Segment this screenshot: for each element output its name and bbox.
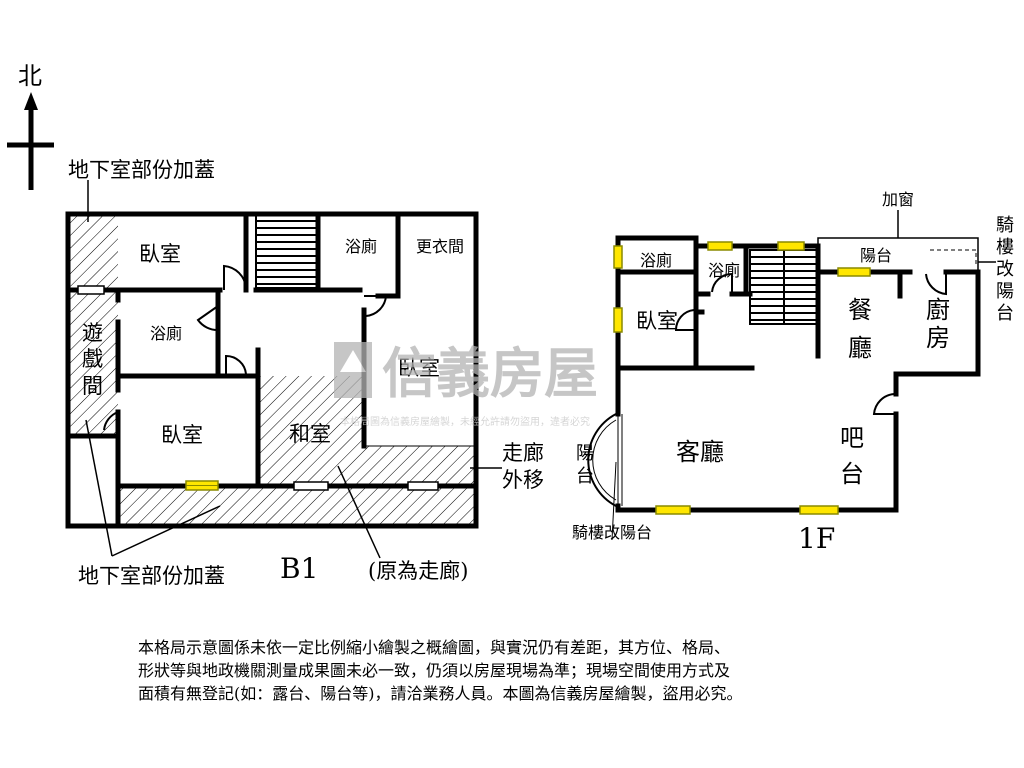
f1-dining-label: 餐 廳	[848, 296, 872, 362]
svg-text:走廊: 走廊	[502, 441, 544, 465]
b1-doors	[103, 264, 388, 431]
b1-callout-lines	[85, 180, 502, 559]
disclaimer-line: 形狀等與地政機關測量成果圖未必一致，仍須以房屋現場為準；現場空間使用方式及	[138, 661, 731, 680]
svg-text:台: 台	[576, 466, 594, 487]
f1-level-label: 1F	[798, 522, 835, 555]
b1-corridor-moved-label: 走廊 外移	[502, 441, 544, 492]
f1-callout-lines	[897, 210, 996, 263]
b1-game-room-label: 遊 戲 間	[82, 321, 103, 398]
b1-basement-addition-top-label: 地下室部份加蓋	[68, 158, 215, 182]
b1-windows	[77, 285, 439, 491]
svg-text:樓: 樓	[996, 237, 1014, 258]
f1-bath-right-label: 浴廁	[708, 261, 740, 280]
svg-text:間: 間	[82, 374, 103, 398]
b1-corridor-note-label: (原為走廊)	[368, 559, 468, 583]
svg-text:陽: 陽	[996, 281, 1014, 302]
svg-text:騎: 騎	[996, 215, 1014, 236]
svg-text:陽: 陽	[576, 443, 594, 464]
svg-text:戲: 戲	[82, 347, 103, 371]
svg-text:廚: 廚	[926, 296, 950, 324]
svg-text:台: 台	[840, 460, 864, 488]
b1-basement-addition-left	[68, 214, 118, 436]
north-label: 北	[18, 62, 42, 90]
b1-floor-plan: 地下室部份加蓋 臥室 浴廁 更衣間 浴廁 臥室 臥室 和室 遊 戲 間 走廊 外…	[65, 158, 544, 588]
f1-windows	[613, 241, 871, 515]
b1-japanese-room-label: 和室	[289, 422, 331, 446]
f1-bath-left-label: 浴廁	[640, 251, 672, 270]
b1-bedroom-right-label: 臥室	[398, 356, 440, 380]
f1-balcony-left-arc	[587, 413, 617, 507]
f1-floor-plan: 加窗 騎 樓 改 陽 台 浴廁 浴廁 臥室 陽台 餐 廳 廚 房 客廳 吧 台 …	[572, 190, 1014, 555]
f1-kitchen-label: 廚 房	[926, 296, 950, 352]
f1-balcony-top-outline	[817, 237, 979, 270]
f1-bar-label: 吧 台	[840, 424, 864, 488]
f1-arcade-balcony-right-label: 騎 樓 改 陽 台	[996, 215, 1014, 324]
north-arrow-head	[24, 92, 38, 110]
svg-text:廳: 廳	[848, 334, 872, 362]
disclaimer-line: 面積有無登記(如：露台、陽台等)，請洽業務人員。本圖為信義房屋繪製，盜用必究。	[138, 684, 743, 703]
watermark-notice-text: 本格局圖為信義房屋繪製，未經允許請勿盜用，違者必究	[340, 415, 590, 428]
disclaimer-line: 本格局示意圖係未依一定比例縮小繪製之概繪圖，與實況仍有差距，其方位、格局、	[138, 638, 731, 657]
f1-walls	[615, 235, 981, 513]
svg-text:吧: 吧	[840, 424, 864, 452]
b1-staircase	[255, 213, 319, 289]
f1-balcony-left-arc-inner	[592, 419, 617, 501]
f1-bedroom-label: 臥室	[636, 309, 678, 333]
svg-text:餐: 餐	[848, 296, 872, 324]
b1-bath-top-label: 浴廁	[345, 237, 377, 256]
b1-dressing-room-label: 更衣間	[416, 237, 464, 256]
b1-bath-mid-label: 浴廁	[150, 324, 182, 343]
f1-arcade-balcony-bottom-label: 騎樓改陽台	[572, 523, 652, 542]
f1-staircase	[749, 249, 819, 325]
b1-bedroom-bottom-label: 臥室	[161, 423, 203, 447]
f1-window-added-label: 加窗	[882, 190, 914, 209]
f1-balcony-left-label: 陽 台	[576, 443, 594, 487]
watermark-brand-text: 信義房屋	[382, 342, 598, 405]
svg-text:台: 台	[996, 303, 1014, 324]
b1-level-label: B1	[280, 552, 318, 585]
f1-living-room-label: 客廳	[676, 438, 724, 466]
f1-balcony-callout	[611, 461, 617, 541]
f1-doors	[674, 272, 947, 415]
brand-logo-house-icon	[340, 350, 366, 372]
b1-basement-addition-bottom-label: 地下室部份加蓋	[78, 564, 225, 588]
svg-text:房: 房	[926, 324, 950, 352]
b1-former-corridor-hatch	[364, 446, 476, 486]
svg-text:外移: 外移	[502, 468, 544, 492]
brand-watermark: 信義房屋 本格局圖為信義房屋繪製，未經允許請勿盜用，違者必究	[334, 342, 598, 428]
svg-text:改: 改	[996, 259, 1014, 280]
f1-balcony-top-label: 陽台	[860, 246, 892, 265]
b1-bedroom-top-label: 臥室	[139, 242, 181, 266]
f1-arcade-conversion-dashed	[930, 249, 977, 266]
b1-basement-addition-bottom	[118, 486, 476, 526]
disclaimer-text: 本格局示意圖係未依一定比例縮小繪製之概繪圖，與實況仍有差距，其方位、格局、 形狀…	[138, 636, 898, 705]
svg-text:遊: 遊	[82, 321, 103, 345]
north-arrow: 北	[7, 62, 54, 190]
